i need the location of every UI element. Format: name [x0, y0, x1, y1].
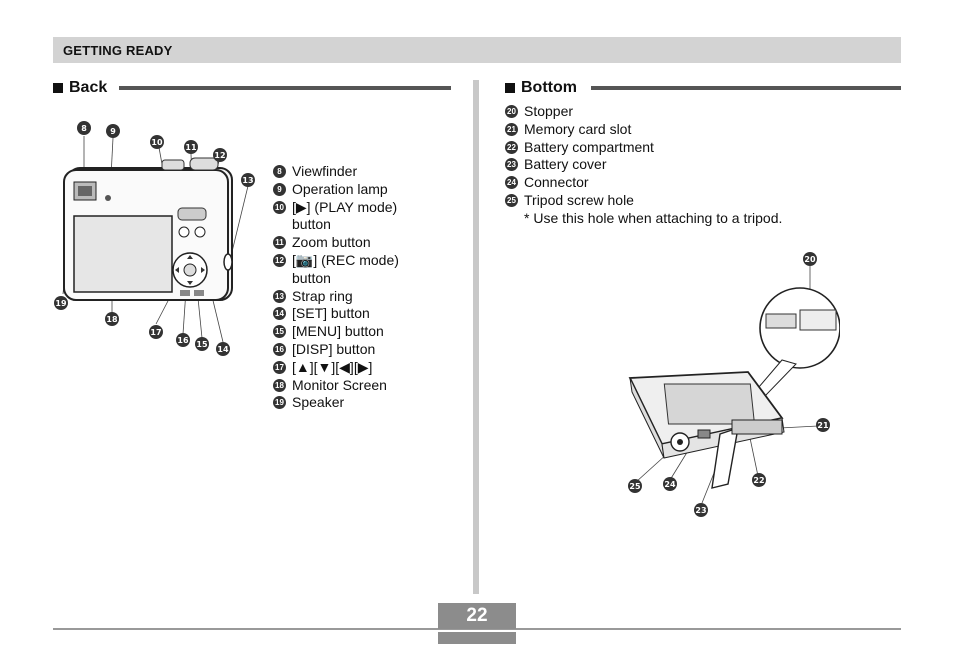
callout-number-icon: 19 [273, 396, 286, 410]
list-item-label: [▲][▼][◀][▶] [292, 358, 373, 375]
list-item-continuation: button [292, 216, 331, 233]
callout-number-icon: 12 [273, 253, 286, 267]
bottom-parts-list: 20 Stopper 21 Memory card slot 22 Battery com… [505, 103, 782, 228]
list-item-label: Monitor Screen [292, 376, 387, 393]
list-item-label: Tripod screw hole [524, 191, 634, 208]
svg-text:19: 19 [55, 299, 67, 308]
list-item: 13 Strap ring [273, 288, 399, 306]
list-item-label: Viewfinder [292, 163, 358, 179]
list-item: 19 Speaker [273, 394, 399, 412]
list-item: 16 [DISP] button [273, 341, 399, 359]
callout-number-icon: 11 [273, 236, 286, 250]
list-item: 15 [MENU] button [273, 323, 399, 341]
camera-bottom-figure: 20 21 22 23 24 25 [628, 252, 840, 517]
list-item: 18 Monitor Screen [273, 377, 399, 395]
back-heading-text: Back [69, 79, 108, 96]
list-item: 12 [📷] (REC mode) [273, 252, 399, 270]
list-item-label: [SET] button [292, 305, 370, 322]
list-item-label: [MENU] button [292, 323, 384, 340]
list-item-label: Zoom button [292, 234, 371, 251]
list-item: 9 Operation lamp [273, 181, 399, 199]
callout-number-icon: 15 [273, 325, 286, 339]
list-item: 20 Stopper [505, 103, 782, 121]
list-item: 21 Memory card slot [505, 121, 782, 139]
callout-number-icon: 23 [505, 158, 518, 172]
svg-text:18: 18 [106, 315, 118, 324]
svg-text:24: 24 [664, 480, 676, 489]
svg-text:15: 15 [196, 340, 208, 349]
back-heading: Back [53, 79, 107, 97]
svg-text:16: 16 [177, 336, 189, 345]
bottom-heading-rule [591, 86, 901, 90]
svg-text:21: 21 [817, 421, 829, 430]
header-bar: GETTING READY [53, 37, 901, 63]
list-item-label: [▶] (PLAY mode) [292, 198, 398, 215]
list-item: 11 Zoom button [273, 234, 399, 252]
svg-text:8: 8 [81, 124, 87, 133]
footer-rule [53, 628, 901, 630]
list-item: 8 Viewfinder [273, 163, 399, 181]
list-item: 10 [▶] (PLAY mode) [273, 199, 399, 217]
bottom-heading: Bottom [505, 79, 577, 97]
callout-number-icon: 18 [273, 378, 286, 392]
callout-number-icon: 10 [273, 200, 286, 214]
list-item-label: [📷] (REC mode) [292, 251, 399, 268]
list-item-label: Operation lamp [292, 180, 388, 197]
list-item: 17 [▲][▼][◀][▶] [273, 359, 399, 377]
square-bullet-icon [53, 83, 63, 93]
header-title: GETTING READY [63, 43, 173, 58]
list-item: 23 Battery cover [505, 156, 782, 174]
list-item-label: Battery cover [524, 156, 607, 173]
list-item-label: [DISP] button [292, 340, 376, 357]
list-item-label: Memory card slot [524, 120, 632, 137]
tripod-note: * Use this hole when attaching to a trip… [524, 209, 783, 226]
svg-text:12: 12 [214, 151, 225, 160]
svg-text:11: 11 [185, 143, 197, 152]
svg-text:17: 17 [150, 328, 161, 337]
callout-number-icon: 25 [505, 193, 518, 207]
callout-number-icon: 24 [505, 176, 518, 190]
list-item-label: Connector [524, 174, 589, 191]
back-heading-rule [119, 86, 451, 90]
list-item-label: Strap ring [292, 287, 353, 304]
square-bullet-icon [505, 83, 515, 93]
svg-text:25: 25 [629, 482, 641, 491]
list-item: 24 Connector [505, 174, 782, 192]
page-number-tab [438, 632, 516, 644]
callout-number-icon: 21 [505, 122, 518, 136]
callout-number-icon: 22 [505, 140, 518, 154]
callout-number-icon: 8 [273, 165, 286, 178]
list-item-continuation: button [292, 269, 331, 286]
svg-text:23: 23 [695, 506, 706, 515]
list-item: 25 Tripod screw hole [505, 192, 782, 210]
svg-text:13: 13 [242, 176, 253, 185]
svg-text:10: 10 [151, 138, 163, 147]
camera-back-figure: 8 9 10 11 12 13 19 18 17 16 15 14 [54, 121, 255, 356]
svg-text:14: 14 [217, 345, 229, 354]
list-item: 22 Battery compartment [505, 139, 782, 157]
svg-text:9: 9 [110, 127, 116, 136]
callout-number-icon: 9 [273, 182, 286, 196]
callout-number-icon: 20 [505, 105, 518, 118]
bottom-heading-text: Bottom [521, 79, 577, 96]
list-item-label: Stopper [524, 103, 574, 119]
callout-number-icon: 17 [273, 360, 286, 374]
callout-number-icon: 14 [273, 307, 286, 321]
svg-text:20: 20 [804, 255, 816, 264]
column-divider [473, 80, 479, 594]
callout-number-icon: 16 [273, 342, 286, 356]
list-item-label: Battery compartment [524, 138, 654, 155]
list-item-label: Speaker [292, 394, 345, 411]
page-number: 22 [438, 603, 516, 629]
list-item: 14 [SET] button [273, 305, 399, 323]
back-parts-list: 8 Viewfinder 9 Operation lamp 10 [▶] (PLAY mo… [273, 163, 399, 412]
svg-text:22: 22 [753, 476, 764, 485]
callout-number-icon: 13 [273, 289, 286, 303]
